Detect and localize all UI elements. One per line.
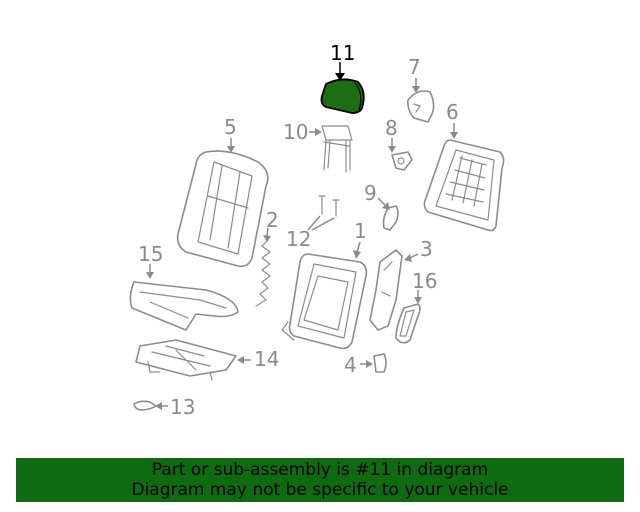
- arrow-2: [263, 235, 271, 242]
- callout-7[interactable]: 7: [408, 55, 421, 79]
- part-14-seat-frame[interactable]: [135, 339, 237, 381]
- leader-12a: [307, 215, 321, 231]
- part-3-side-trim[interactable]: [369, 249, 403, 331]
- callout-4[interactable]: 4: [344, 353, 357, 377]
- part-2-spring[interactable]: [255, 239, 271, 307]
- arrow-7: [412, 86, 420, 93]
- part-9-bracket[interactable]: [382, 205, 399, 231]
- callout-1[interactable]: 1: [354, 219, 367, 243]
- callout-6[interactable]: 6: [446, 100, 459, 124]
- leader-1: [356, 241, 361, 253]
- leader-3: [409, 253, 419, 259]
- part-7-headrest-guide[interactable]: [407, 90, 435, 123]
- arrow-14: [237, 356, 244, 364]
- arrow-3: [404, 254, 412, 262]
- callout-14[interactable]: 14: [254, 347, 279, 371]
- part-1-seatback-frame[interactable]: [281, 253, 368, 350]
- arrow-11: [335, 73, 345, 81]
- callout-16[interactable]: 16: [412, 269, 437, 293]
- leader-2: [266, 227, 269, 237]
- callout-11[interactable]: 11: [330, 41, 355, 65]
- callout-3[interactable]: 3: [420, 237, 433, 261]
- arrow-1: [353, 250, 361, 259]
- arrow-13: [155, 402, 162, 410]
- callout-10[interactable]: 10: [283, 120, 308, 144]
- leader-12b: [311, 217, 335, 231]
- callout-13[interactable]: 13: [170, 395, 195, 419]
- part-16-side-cover[interactable]: [395, 303, 421, 344]
- part-12-bolts[interactable]: [318, 195, 340, 217]
- arrow-15: [146, 272, 154, 279]
- arrow-5: [227, 146, 235, 153]
- part-4-knob[interactable]: [373, 353, 387, 373]
- leader-9: [377, 197, 386, 206]
- arrow-8: [388, 146, 396, 153]
- arrow-9: [382, 202, 390, 210]
- parts-diagram: 11 10 7 8 6 5: [129, 41, 505, 419]
- callout-15[interactable]: 15: [138, 242, 163, 266]
- part-8-clip[interactable]: [391, 151, 413, 171]
- arrow-16: [414, 297, 422, 304]
- footer-banner: Part or sub-assembly is #11 in diagram D…: [16, 458, 624, 502]
- arrow-10: [315, 128, 322, 136]
- part-15-seat-cushion[interactable]: [129, 281, 239, 331]
- part-11-headrest[interactable]: [320, 78, 365, 114]
- part-6-back-panel[interactable]: [423, 139, 505, 232]
- part-13-cap[interactable]: [133, 400, 157, 411]
- callout-9[interactable]: 9: [364, 181, 377, 205]
- footer-line-2: Diagram may not be specific to your vehi…: [131, 480, 509, 500]
- part-5-seatback-cover[interactable]: [176, 150, 269, 268]
- footer-line-1: Part or sub-assembly is #11 in diagram: [151, 460, 489, 480]
- callout-5[interactable]: 5: [224, 115, 237, 139]
- part-10-headrest-frame[interactable]: [321, 125, 353, 173]
- callout-8[interactable]: 8: [385, 116, 398, 140]
- callout-12[interactable]: 12: [286, 227, 311, 251]
- callout-2[interactable]: 2: [266, 208, 279, 232]
- arrow-6: [450, 132, 458, 139]
- arrow-4: [366, 360, 373, 368]
